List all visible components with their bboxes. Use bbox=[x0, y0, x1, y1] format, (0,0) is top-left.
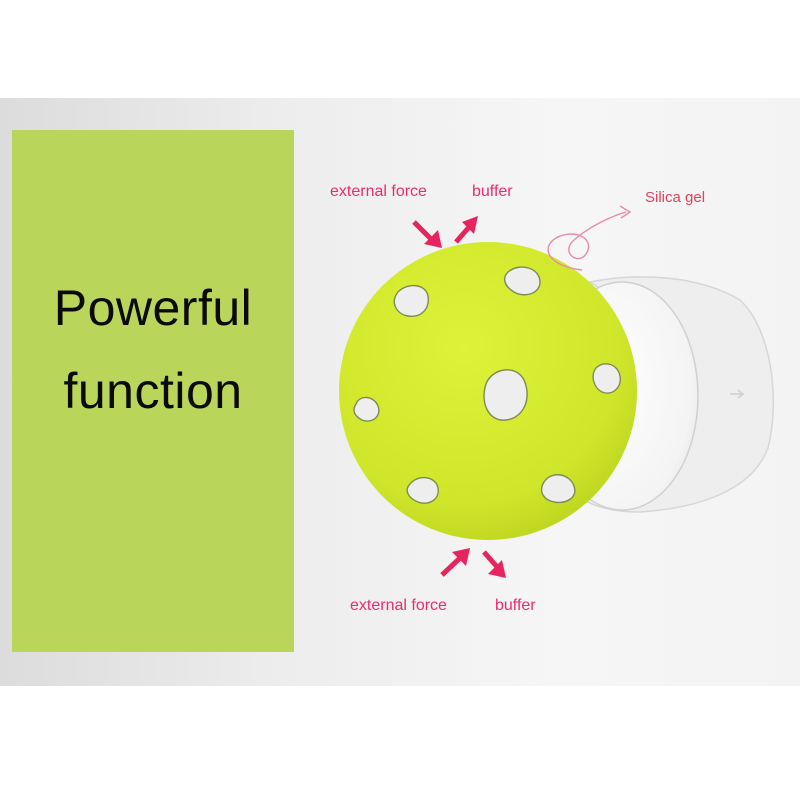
headline-line-2: function bbox=[63, 363, 243, 419]
headline-line-1: Powerful bbox=[53, 280, 253, 336]
ball-holes bbox=[353, 266, 621, 504]
ball-illustration bbox=[339, 205, 775, 578]
label-buffer-bottom: buffer bbox=[495, 597, 536, 614]
top-buffer-arrow bbox=[454, 216, 478, 244]
label-external-force-bottom: external force bbox=[350, 597, 447, 614]
bottom-force-arrow bbox=[440, 548, 470, 577]
ball bbox=[339, 242, 637, 540]
label-silica-gel: Silica gel bbox=[645, 189, 706, 206]
silica-pointer-curve bbox=[547, 211, 627, 271]
label-buffer-top: buffer bbox=[472, 183, 513, 200]
headline: Powerful function bbox=[12, 280, 294, 446]
label-external-force-top: external force bbox=[330, 183, 427, 200]
green-panel bbox=[12, 130, 294, 652]
top-force-arrow bbox=[412, 220, 442, 248]
bottom-buffer-arrow bbox=[482, 550, 506, 578]
silica-pointer-arrowhead bbox=[619, 205, 632, 219]
